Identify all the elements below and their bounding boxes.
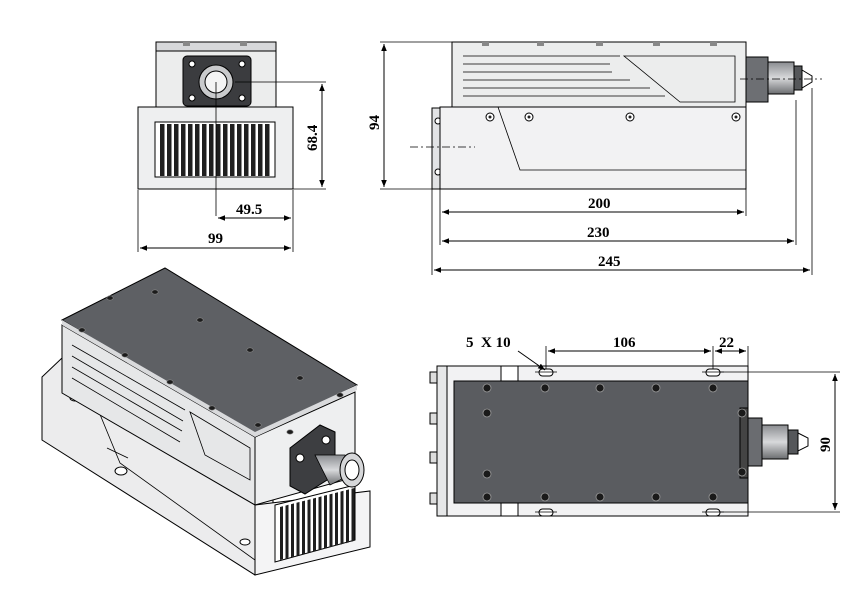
heatsink-fin — [351, 488, 355, 542]
heatsink-fin — [167, 124, 172, 176]
dim-106: 106 — [613, 335, 636, 351]
dim-90: 90 — [818, 437, 834, 452]
screw-icon — [78, 327, 86, 333]
screw-icon — [651, 492, 661, 502]
side-output-connector — [745, 56, 813, 103]
heatsink-fin — [313, 497, 316, 552]
bottom-edge-tabs — [429, 371, 438, 505]
bottom-plate — [453, 380, 749, 504]
dim-200: 200 — [588, 196, 611, 212]
screw-icon — [482, 492, 492, 502]
front-top-tabs — [183, 42, 247, 46]
front-view: 68.4 49.5 99 — [137, 41, 326, 252]
heatsink-fin — [223, 124, 228, 176]
front-heatsink-fins — [160, 124, 270, 176]
isometric-view — [41, 267, 371, 576]
heatsink-fin — [258, 124, 263, 176]
heatsink-fin — [230, 124, 235, 176]
dim-49-5: 49.5 — [236, 202, 262, 218]
screw-icon — [595, 383, 605, 393]
heatsink-fin — [160, 124, 165, 176]
screw-icon — [254, 422, 262, 428]
iso-heatsink-fins — [280, 488, 355, 560]
heatsink-fin — [346, 489, 349, 544]
heatsink-fin — [265, 124, 270, 176]
screw-icon — [151, 289, 159, 295]
heatsink-fin — [302, 500, 305, 555]
screw-icon — [595, 492, 605, 502]
heatsink-fin — [188, 124, 193, 176]
heatsink-fin — [195, 124, 200, 176]
iso-vent-slots — [71, 344, 251, 481]
bottom-screws — [482, 383, 747, 502]
screw-icon — [737, 467, 747, 477]
dim-68-4: 68.4 — [305, 124, 321, 151]
bottom-view: 106 22 5 X 10 90 — [429, 335, 840, 517]
screw-icon — [196, 317, 204, 323]
screw-icon — [246, 347, 254, 353]
heatsink-fin — [296, 502, 300, 556]
heatsink-fin — [335, 492, 338, 546]
heatsink-fin — [251, 124, 256, 176]
bottom-slots — [535, 368, 724, 517]
heatsink-fin — [291, 503, 294, 558]
side-top-tabs — [482, 42, 717, 46]
screw-icon — [166, 379, 174, 385]
side-view: 94 200 230 245 — [367, 41, 822, 275]
screw-icon — [540, 383, 550, 393]
screw-icon — [482, 383, 492, 393]
heatsink-fin — [307, 499, 311, 553]
bottom-connector — [747, 417, 809, 467]
screw-icon — [336, 392, 344, 398]
heatsink-fin — [202, 124, 207, 176]
heatsink-fin — [280, 506, 283, 560]
heatsink-fin — [174, 124, 179, 176]
heatsink-fin — [209, 124, 214, 176]
heatsink-fin — [285, 504, 289, 559]
dim-94: 94 — [367, 115, 383, 131]
screw-icon — [121, 352, 129, 358]
heatsink-fin — [340, 490, 344, 545]
side-base — [439, 106, 747, 190]
dim-slot-5x10: 5 X 10 — [466, 335, 511, 351]
screw-icon — [708, 383, 718, 393]
screw-icon — [482, 408, 492, 418]
screw-icon — [106, 295, 114, 301]
screw-icon — [208, 405, 216, 411]
heatsink-fin — [216, 124, 221, 176]
iso-output-connector — [289, 424, 365, 495]
screw-icon — [286, 429, 294, 435]
heatsink-fin — [318, 496, 322, 551]
dim-230: 230 — [587, 225, 610, 241]
side-body — [451, 41, 747, 108]
heatsink-fin — [244, 124, 249, 176]
heatsink-fin — [324, 495, 327, 549]
screw-icon — [296, 375, 304, 381]
screw-icon — [708, 492, 718, 502]
heatsink-fin — [181, 124, 186, 176]
screw-icon — [651, 383, 661, 393]
dim-245: 245 — [598, 254, 621, 270]
heatsink-fin — [237, 124, 242, 176]
screw-icon — [540, 492, 550, 502]
side-base-bevel — [497, 106, 746, 171]
heatsink-fin — [329, 493, 333, 548]
screw-icon — [737, 408, 747, 418]
screw-icon — [482, 469, 492, 479]
dim-22: 22 — [719, 335, 734, 351]
iso-top-screws — [78, 289, 344, 435]
dim-99: 99 — [208, 231, 223, 247]
side-vent-slots — [463, 55, 736, 103]
